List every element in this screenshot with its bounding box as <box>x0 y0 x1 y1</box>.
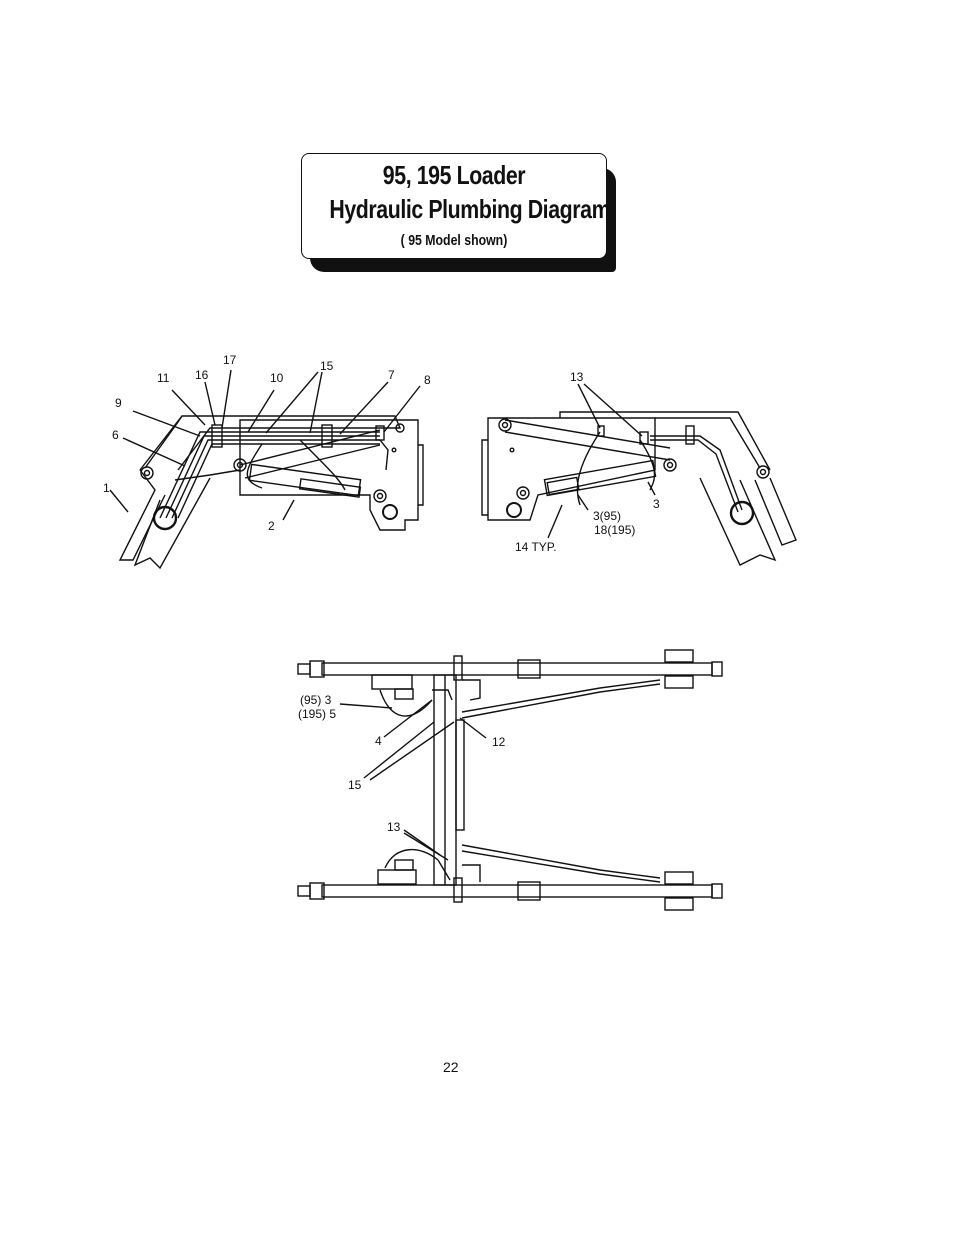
label-13-top: 13 <box>387 820 401 834</box>
label-7: 7 <box>388 368 395 382</box>
page-number: 22 <box>443 1059 459 1075</box>
label-3-95: 3(95) <box>593 509 621 523</box>
label-6: 6 <box>112 428 119 442</box>
label-8: 8 <box>424 373 431 387</box>
label-95-3: (95) 3 <box>300 693 332 707</box>
label-16: 16 <box>195 368 209 382</box>
right-view-labels: 13 3(95) 18(195) 3 14 TYP. <box>515 370 660 554</box>
label-14-typ: 14 TYP. <box>515 540 557 554</box>
right-side-view <box>481 383 797 566</box>
left-view-labels: 17 16 11 10 15 7 8 9 6 1 2 <box>103 353 431 533</box>
title-line-3: ( 95 Model shown) <box>400 232 508 249</box>
label-15: 15 <box>320 359 334 373</box>
label-3: 3 <box>653 497 660 511</box>
title-box: 95, 195 Loader Hydraulic Plumbing Diagra… <box>301 153 611 259</box>
label-13: 13 <box>570 370 584 384</box>
title-line-1: 95, 195 Loader <box>382 160 526 190</box>
top-view <box>297 649 723 911</box>
label-195-5: (195) 5 <box>298 707 336 721</box>
label-1: 1 <box>103 481 110 495</box>
label-10: 10 <box>270 371 284 385</box>
label-4: 4 <box>375 734 382 748</box>
top-view-labels: (95) 3 (195) 5 4 12 15 13 <box>298 693 506 834</box>
label-17: 17 <box>223 353 237 367</box>
left-side-view <box>109 369 424 570</box>
label-11: 11 <box>157 371 170 385</box>
title-line-2: Hydraulic Plumbing Diagram <box>329 194 611 224</box>
label-9: 9 <box>115 396 122 410</box>
label-12: 12 <box>492 735 506 749</box>
label-18-195: 18(195) <box>594 523 635 537</box>
label-2: 2 <box>268 519 275 533</box>
label-15-top: 15 <box>348 778 362 792</box>
